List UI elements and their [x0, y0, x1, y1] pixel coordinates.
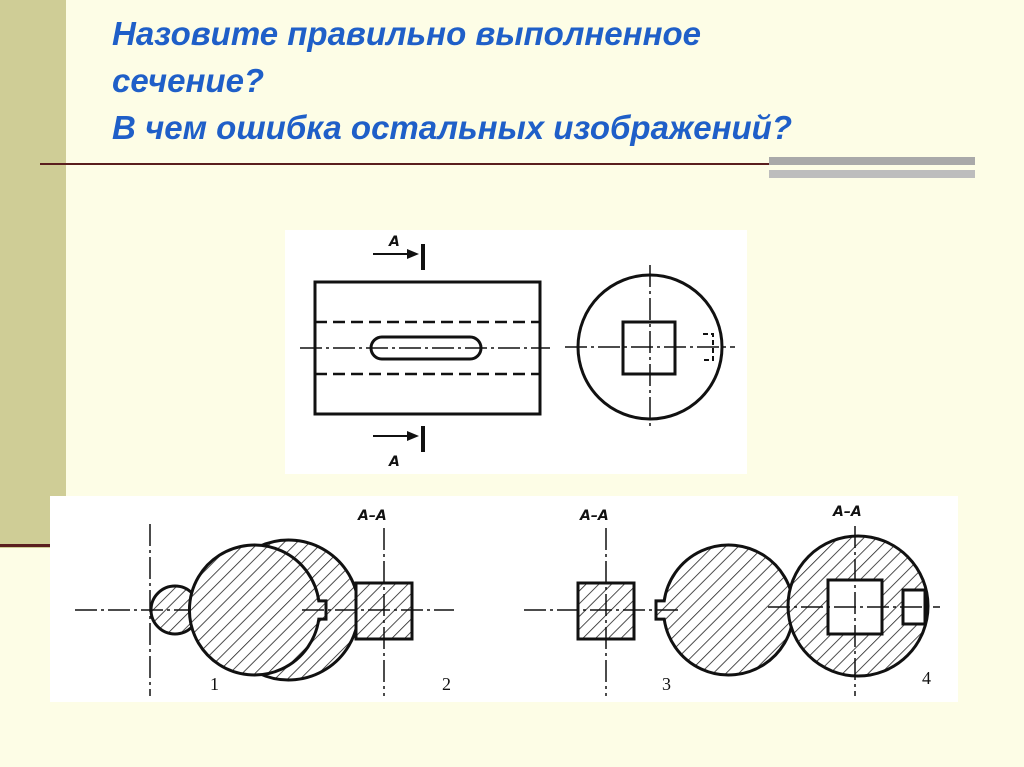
end-view-square-bore — [621, 320, 677, 376]
section-2-body — [188, 543, 414, 677]
section-3-number: 3 — [662, 674, 671, 694]
section-3-caption: А–А — [579, 508, 609, 524]
shaft-drawing: А А — [300, 234, 735, 470]
section-2: А–А 2 — [188, 508, 454, 696]
sections-drawing: 1 А–А 2 А–А 3 А–А 4 — [75, 504, 940, 696]
cut-arrowhead-top — [407, 249, 419, 259]
title-divider-accent — [769, 157, 975, 165]
section-1-number: 1 — [210, 674, 219, 694]
end-view-hidden-keyway — [703, 333, 714, 361]
section-2-number: 2 — [442, 674, 451, 694]
left-decor-rule — [0, 544, 52, 547]
title-divider-accent-lower — [769, 170, 975, 178]
section-3: А–А 3 — [524, 508, 795, 696]
cut-arrowhead-bottom — [407, 431, 419, 441]
cut-label-top: А — [388, 234, 400, 250]
title-line-3: В чем ошибка остальных изображений? — [112, 109, 792, 146]
section-4-caption: А–А — [832, 504, 862, 520]
section-2-caption: А–А — [357, 508, 387, 524]
title-divider — [40, 163, 975, 165]
section-4-number: 4 — [922, 668, 931, 688]
cut-label-bottom: А — [388, 454, 400, 470]
title-line-1: Назовите правильно выполненное — [112, 15, 702, 52]
left-decor-band — [0, 0, 66, 548]
keyway-slot — [369, 335, 483, 361]
sections-panel: 1 А–А 2 А–А 3 А–А 4 — [50, 496, 958, 702]
title-line-2: сечение? — [112, 62, 265, 99]
shaft-drawing-panel: А А — [285, 230, 747, 474]
section-4: А–А 4 — [768, 504, 940, 696]
slide-title: Назовите правильно выполненное сечение? … — [112, 10, 972, 151]
end-view — [565, 265, 735, 430]
